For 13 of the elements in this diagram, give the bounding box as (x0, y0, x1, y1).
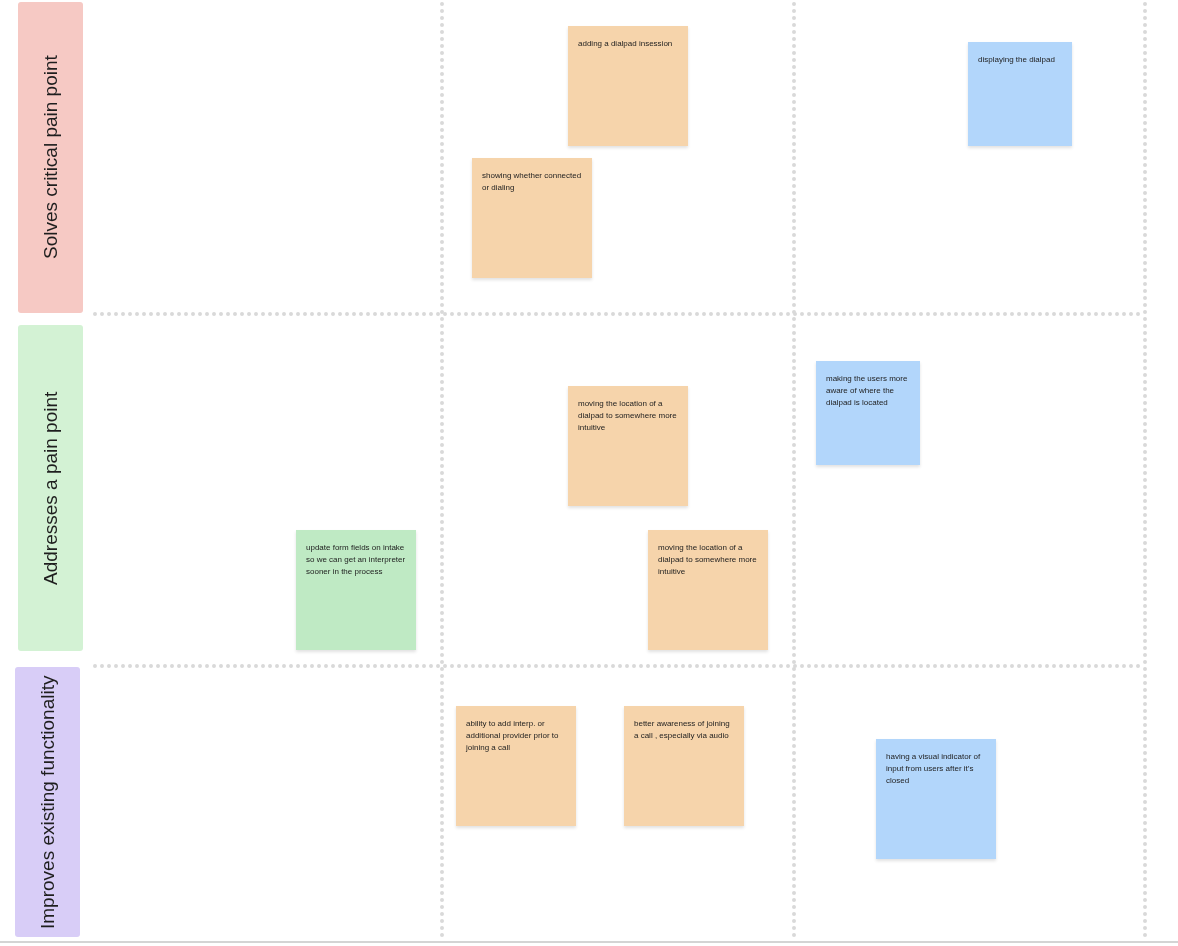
sticky-note: ability to add interp. or additional provider prior to joining a call (456, 706, 576, 826)
sticky-note: update form fields on intake so we can get an interpreter sooner in the process (296, 530, 416, 650)
sticky-note: displaying the dialpad (968, 42, 1072, 146)
sticky-note: moving the location of a dialpad to somewhere more intuitive (568, 386, 688, 506)
sticky-note: making the users more aware of where the dialpad is located (816, 361, 920, 465)
sticky-note: moving the location of a dialpad to somewhere more intuitive (648, 530, 768, 650)
row-header: Solves critical pain point (18, 2, 83, 313)
sticky-note: better awareness of joining a call , especially via audio (624, 706, 744, 826)
sticky-note: having a visual indicator of input from users after it’s closed (876, 739, 996, 859)
row-header: Improves existing functionality (15, 667, 80, 937)
sticky-note: adding a dialpad insession (568, 26, 688, 146)
sticky-note: showing whether connected or dialing (472, 158, 592, 278)
row-header: Addresses a pain point (18, 325, 83, 651)
